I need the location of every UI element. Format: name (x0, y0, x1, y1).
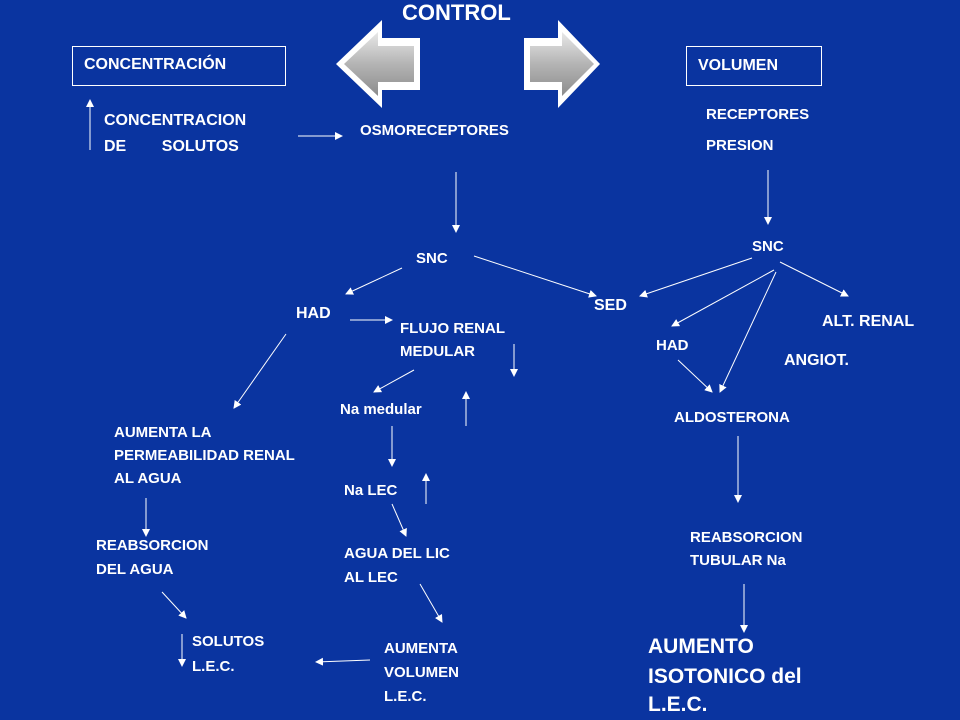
receptores-line2: PRESION (706, 137, 774, 154)
arrow-nalec-agua (391, 503, 407, 537)
arrow-snc-had (345, 267, 403, 295)
aumenta-perm-line3: AL AGUA (114, 470, 182, 487)
aumenta-perm-line2: PERMEABILIDAD RENAL (114, 447, 295, 464)
volumen-header-box (686, 46, 822, 86)
arrow-flujo-na (373, 369, 415, 393)
reabs-agua-line1: REABSORCION (96, 537, 209, 554)
arrow-snc-sed (473, 255, 597, 298)
reabs-tubular-line2: TUBULAR Na (690, 552, 786, 569)
solutos-line1: SOLUTOS (192, 633, 265, 650)
aumenta-perm-line1: AUMENTA LA (114, 424, 212, 441)
concentracion-header: CONCENTRACIÓN (84, 56, 227, 73)
aldosterona-label: ALDOSTERONA (674, 409, 790, 426)
concentracion-solutos-line1: CONCENTRACION (104, 112, 247, 129)
arrow-vol-solutos (315, 657, 371, 666)
solutos-line2: L.E.C. (192, 658, 235, 675)
aumenta-vol-line1: AUMENTA (384, 640, 458, 657)
aumenta-vol-line2: VOLUMEN (384, 664, 459, 681)
na-medular-label: Na medular (340, 401, 422, 418)
had-left-label: HAD (296, 305, 331, 322)
agua-lic-line2: AL LEC (344, 569, 398, 586)
receptores-line1: RECEPTORES (706, 106, 810, 123)
left-block-arrow (336, 20, 420, 108)
aumenta-vol-line3: L.E.C. (384, 688, 427, 705)
flujo-line2: MEDULAR (400, 343, 475, 360)
concentracion-header-box (72, 46, 286, 86)
na-lec-label: Na LEC (344, 482, 398, 499)
agua-lic-line1: AGUA DEL LIC (344, 545, 450, 562)
arrow-sncr-aldo (719, 271, 777, 393)
volumen-header: VOLUMEN (698, 57, 778, 74)
osmoreceptores-label: OSMORECEPTORES (360, 122, 509, 139)
sed-label: SED (594, 297, 627, 314)
aumento-isotonico-line2: ISOTONICO del (648, 665, 802, 688)
aumento-isotonico-line1: AUMENTO (648, 635, 754, 658)
flujo-line1: FLUJO RENAL (400, 320, 505, 337)
concentracion-solutos-line2: DE SOLUTOS (104, 138, 239, 155)
reabs-agua-line2: DEL AGUA (96, 561, 174, 578)
reabs-tubular-line1: REABSORCION (690, 529, 803, 546)
arrow-sncr-alt (779, 261, 849, 297)
arrow-agua-vol (419, 583, 443, 623)
snc-left-label: SNC (416, 250, 448, 267)
alt-renal-label: ALT. RENAL (822, 313, 915, 330)
angiot-label: ANGIOT. (784, 352, 849, 369)
arrow-had-aldo (677, 359, 713, 393)
arrow-sncr-sed (639, 257, 753, 298)
aumento-isotonico-line3: L.E.C. (648, 693, 708, 716)
right-block-arrow (524, 20, 600, 108)
had-right-label: HAD (656, 337, 689, 354)
diagram-title: CONTROL (402, 0, 511, 25)
arrow-reabs-solutos (161, 591, 187, 619)
arrow-sncr-had (671, 269, 775, 327)
snc-right-label: SNC (752, 238, 784, 255)
arrow-had-perm (233, 333, 287, 409)
